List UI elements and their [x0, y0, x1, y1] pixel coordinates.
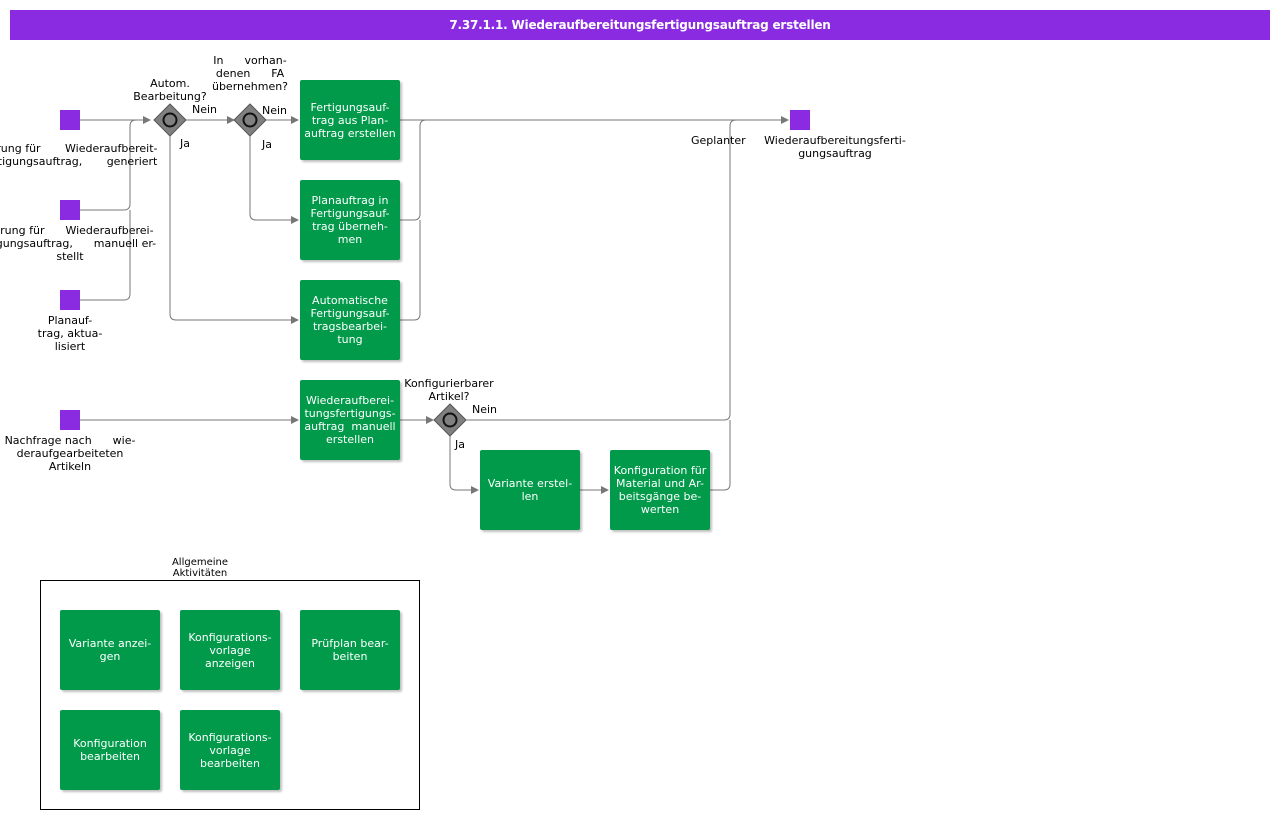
page-title: 7.37.1.1. Wiederaufbereitungsfertigungsa… [10, 10, 1270, 40]
gateway-configurable-article-yes: Ja [455, 438, 465, 451]
connector-e3-merge [80, 210, 131, 301]
connector-a6-merge [710, 420, 731, 491]
general-activity-edit-config-template[interactable]: Konfigurations- vorlage bearbeiten [180, 710, 280, 790]
gateway-automatic-processing-no: Nein [192, 103, 218, 116]
gateway-configurable-article-no: Nein [472, 403, 498, 416]
event-requirement-generated [60, 110, 80, 130]
connector-g2-a2 [249, 135, 299, 224]
activity-create-manually[interactable]: Wiederaufberei- tungsfertigungs- auftrag… [300, 380, 400, 460]
general-activity-edit-configuration[interactable]: Konfiguration bearbeiten [60, 710, 160, 790]
event-planned-rework-order [790, 110, 810, 130]
activity-convert-plan-order[interactable]: Planauftrag in Fertigungsauf- trag übern… [300, 180, 400, 260]
gateway-configurable-article-question: Konfigurierbarer Artikel? [404, 377, 494, 403]
general-activities-group [40, 580, 420, 810]
connector-a2-merge [400, 119, 427, 221]
event-planned-rework-order-label: Wiederaufbereitungsferti- gungsauftrag [764, 134, 906, 160]
general-activities-title: Allgemeine Aktivitäten [171, 557, 229, 579]
activity-create-from-plan-order[interactable]: Fertigungsauf- trag aus Plan- auftrag er… [300, 80, 400, 160]
gateway-automatic-processing [153, 103, 187, 137]
activity-evaluate-configuration[interactable]: Konfiguration für Material und Ar- beits… [610, 450, 710, 530]
gateway-existing-order-yes: Ja [262, 138, 272, 151]
event-demand-reworked-articles-label: Nachfrage nach wie- deraufgearbeiteten A… [4, 434, 136, 473]
connector-g3-a5 [449, 436, 479, 494]
gateway-configurable-article [433, 403, 467, 437]
event-plan-order-updated-label: Planauf- trag, aktua- lisiert [37, 314, 103, 353]
event-requirement-manual-label: derung für Wiederaufberei- rtigungsauftr… [0, 224, 157, 263]
general-activity-show-config-template[interactable]: Konfigurations- vorlage anzeigen [180, 610, 280, 690]
general-activity-edit-inspection-plan[interactable]: Prüfplan bear- beiten [300, 610, 400, 690]
event-demand-reworked-articles [60, 410, 80, 430]
connector-a3-merge [400, 220, 421, 321]
connector-g1-a3 [169, 135, 299, 324]
gateway-automatic-processing-yes: Ja [180, 137, 190, 150]
activity-automatic-processing[interactable]: Automatische Fertigungsauf- tragsbearbei… [300, 280, 400, 360]
activity-create-variant[interactable]: Variante erstel- len [480, 450, 580, 530]
connector-g3-end [466, 119, 737, 421]
connector-e2-merge [80, 119, 137, 211]
gateway-existing-order-question: In vorhan- denen FA übernehmen? [211, 54, 289, 93]
general-activity-show-variant[interactable]: Variante anzei- gen [60, 610, 160, 690]
gateway-existing-order-no: Nein [262, 104, 288, 117]
event-plan-order-updated [60, 290, 80, 310]
event-requirement-generated-label: derung für Wiederaufbereit- fertigungsau… [0, 142, 158, 168]
gateway-existing-order [233, 103, 267, 137]
event-planned-rework-order-prefix: Geplanter [691, 134, 746, 147]
gateway-automatic-processing-question: Autom. Bearbeitung? [133, 77, 207, 103]
event-requirement-manual [60, 200, 80, 220]
